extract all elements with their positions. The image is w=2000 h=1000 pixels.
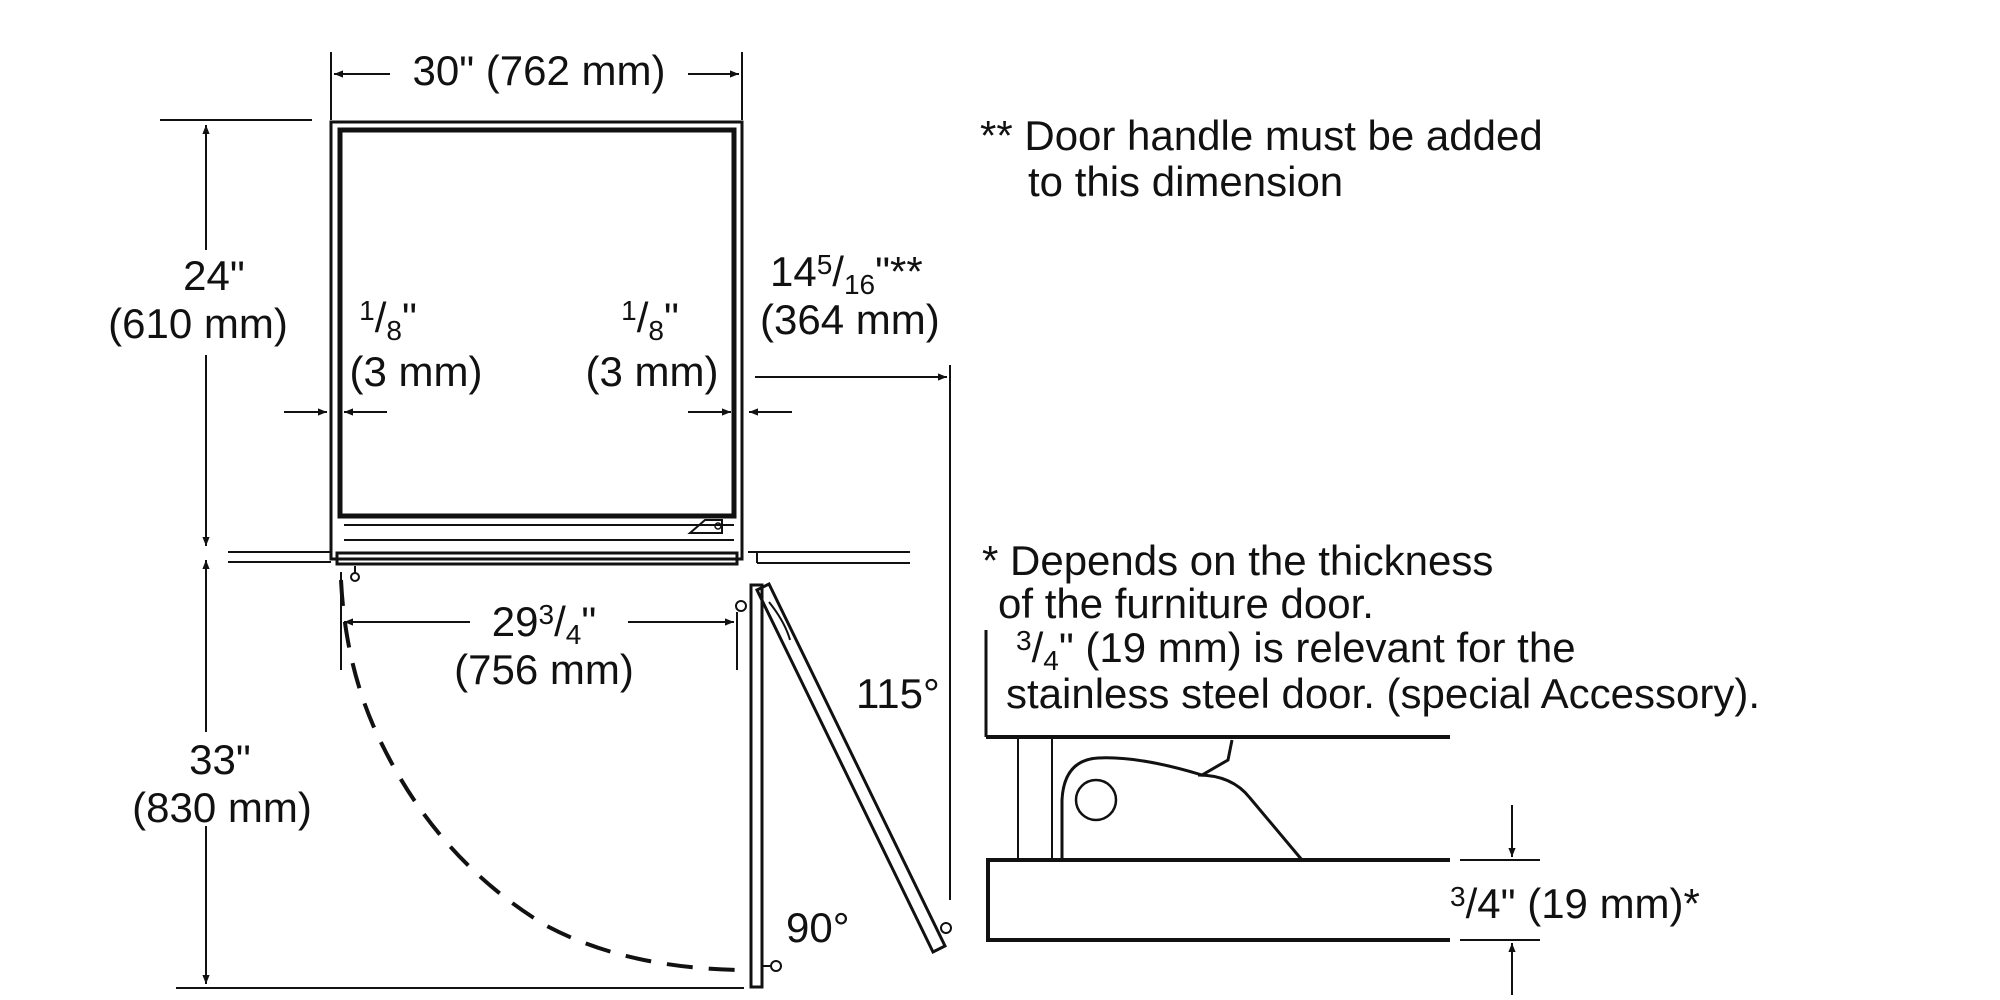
gap-left-fraction: 1/8" bbox=[359, 294, 417, 346]
angle-90-label: 90° bbox=[786, 904, 850, 951]
inner-width-fraction: 293/4" bbox=[492, 598, 596, 650]
note-thickness-line3: 3/4" (19 mm) is relevant for the bbox=[1016, 624, 1576, 676]
width-dimension: 30" (762 mm) bbox=[330, 47, 743, 120]
inner-width-dimension: 293/4" (756 mm) bbox=[344, 598, 734, 693]
swing-depth-metric: (830 mm) bbox=[132, 784, 312, 831]
note-thickness-line1: * Depends on the thickness bbox=[982, 537, 1493, 584]
hinge-detail: 3/4" (19 mm)* bbox=[984, 630, 1700, 995]
gap-right-fraction: 1/8" bbox=[621, 294, 679, 346]
width-label: 30" (762 mm) bbox=[412, 47, 665, 94]
note-thickness-line4: stainless steel door. (special Accessory… bbox=[1006, 670, 1760, 717]
panel-thickness-label: 3/4" (19 mm)* bbox=[1450, 880, 1700, 927]
gap-right-dimension: 1/8" (3 mm) bbox=[586, 294, 792, 416]
depth-metric: (610 mm) bbox=[108, 300, 288, 347]
gap-right-metric: (3 mm) bbox=[586, 348, 719, 395]
inner-width-metric: (756 mm) bbox=[454, 646, 634, 693]
note-handle-line2: to this dimension bbox=[1028, 158, 1343, 205]
swing-depth-dimension: 33" (830 mm) bbox=[132, 560, 744, 989]
door-clearance-metric: (364 mm) bbox=[760, 296, 940, 343]
note-thickness-line2: of the furniture door. bbox=[998, 580, 1374, 627]
swing-depth-imperial: 33" bbox=[189, 736, 251, 783]
note-handle-line1: ** Door handle must be added bbox=[980, 112, 1543, 159]
counter-lines bbox=[228, 551, 910, 564]
depth-dimension: 24" (610 mm) bbox=[108, 119, 312, 546]
cabinet bbox=[329, 120, 744, 566]
door-clearance-fraction: 145/16"** bbox=[770, 248, 923, 300]
door-swing bbox=[339, 566, 952, 989]
depth-imperial: 24" bbox=[183, 252, 245, 299]
gap-left-metric: (3 mm) bbox=[350, 348, 483, 395]
gap-left-dimension: 1/8" (3 mm) bbox=[284, 294, 483, 416]
door-clearance-dimension: 145/16"** (364 mm) bbox=[755, 248, 951, 900]
angle-115-label: 115° bbox=[856, 670, 940, 717]
